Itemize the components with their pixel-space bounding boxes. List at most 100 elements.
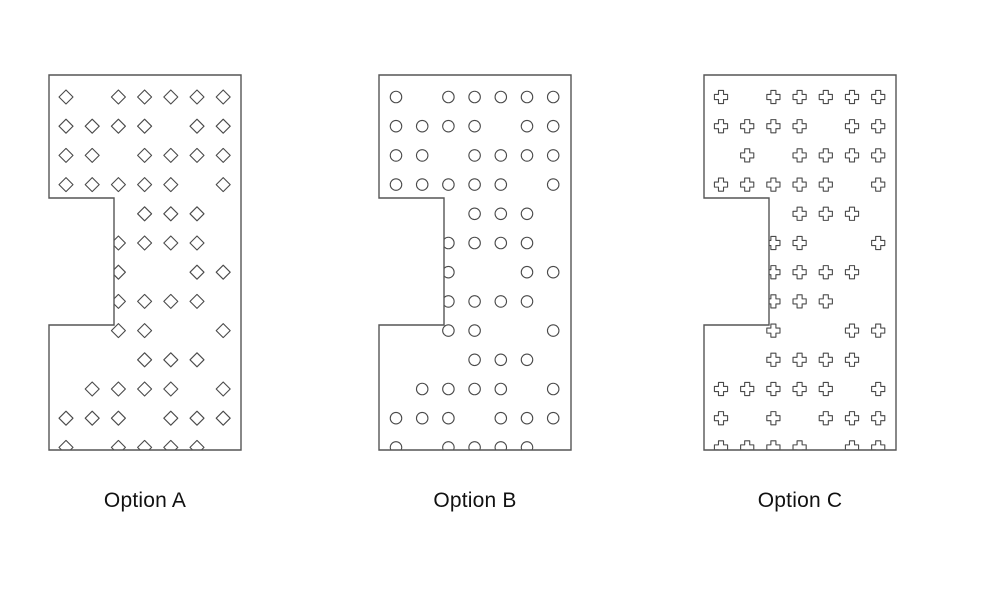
circle-icon: [389, 178, 403, 191]
cross-icon: [713, 411, 729, 426]
circle-icon: [494, 382, 508, 396]
label-option-c: Option C: [757, 489, 843, 512]
diamond-icon: [110, 410, 126, 426]
cross-icon: [714, 470, 727, 483]
circle-icon: [520, 441, 534, 450]
circle-icon: [520, 90, 534, 104]
cross-icon: [818, 206, 833, 221]
panel-outline-option-b: [378, 74, 572, 451]
glyph-grid-option-b: [389, 90, 560, 450]
diamond-icon: [215, 177, 231, 193]
circle-icon: [442, 441, 455, 450]
diamond-icon: [189, 206, 205, 222]
diamond-icon: [137, 206, 153, 222]
cross-icon: [741, 470, 754, 483]
diamond-icon: [215, 89, 231, 105]
cross-icon: [845, 470, 858, 483]
circle-icon: [442, 90, 455, 104]
cross-icon: [766, 323, 781, 338]
circle-icon: [494, 441, 508, 450]
cross-icon: [740, 440, 755, 450]
circle-icon: [468, 353, 481, 367]
diamond-icon: [137, 147, 153, 163]
circle-icon: [442, 411, 455, 425]
circle-icon: [520, 236, 534, 250]
circle-icon: [520, 411, 534, 425]
cross-icon: [818, 265, 833, 280]
cross-icon: [740, 177, 755, 192]
cross-icon: [871, 381, 886, 397]
diamond-icon: [189, 264, 205, 280]
diamond-icon: [137, 323, 153, 339]
cross-icon: [819, 470, 832, 483]
diamond-icon: [84, 381, 100, 397]
diamond-icon: [189, 147, 205, 163]
diamond-icon: [84, 147, 100, 163]
circle-icon: [520, 265, 534, 279]
diamond-icon: [84, 118, 100, 134]
diamond-icon: [163, 206, 179, 222]
diamond-icon: [189, 118, 205, 134]
diamond-icon: [215, 264, 231, 280]
circle-icon: [546, 382, 560, 396]
cross-icon: [871, 440, 886, 450]
circle-icon: [494, 411, 508, 425]
circle-icon: [494, 178, 508, 191]
circle-icon: [415, 149, 429, 162]
circle-icon: [520, 353, 534, 367]
circle-icon: [468, 178, 481, 191]
diamond-icon: [163, 235, 179, 251]
circle-icon: [468, 236, 481, 250]
circle-icon: [546, 149, 560, 162]
diamond-icon: [163, 147, 179, 163]
cross-icon: [818, 294, 833, 309]
cross-icon: [713, 89, 729, 105]
circle-icon: [546, 324, 560, 337]
circle-icon: [442, 324, 455, 337]
cross-icon: [871, 411, 886, 426]
cross-icon: [844, 411, 860, 426]
circle-icon: [415, 178, 429, 191]
cross-icon: [766, 352, 781, 367]
diamond-icon: [189, 235, 205, 251]
circle-icon: [520, 119, 534, 133]
cross-icon: [740, 381, 755, 397]
panel-outline-option-c: [703, 74, 897, 451]
diamond-icon: [137, 235, 153, 251]
cross-icon: [844, 148, 860, 163]
circle-icon: [468, 324, 481, 337]
diamond-icon: [215, 147, 231, 163]
cross-icon: [818, 148, 833, 163]
cross-icon: [766, 440, 781, 450]
cross-icon: [818, 89, 833, 105]
diamond-icon: [137, 352, 153, 368]
cross-icon: [713, 381, 729, 397]
circle-icon: [468, 295, 481, 308]
diamond-icon: [163, 293, 179, 309]
diamond-icon: [110, 381, 126, 397]
circle-icon: [520, 149, 534, 162]
cross-icon: [792, 119, 807, 134]
cross-icon: [844, 352, 860, 367]
cross-icon: [871, 119, 886, 134]
diamond-icon: [189, 439, 205, 450]
circle-icon: [389, 90, 403, 104]
cross-icon: [818, 352, 833, 367]
diamond-icon: [163, 439, 179, 450]
diamond-icon: [137, 89, 153, 105]
circle-icon: [520, 295, 534, 308]
cross-icon: [793, 470, 806, 483]
label-option-b: Option B: [433, 489, 517, 512]
glyph-grid-option-c: [713, 89, 886, 483]
cross-icon: [713, 440, 729, 450]
cross-icon: [792, 294, 807, 309]
circle-icon: [442, 382, 455, 396]
cross-icon: [844, 206, 860, 221]
circle-icon: [494, 90, 508, 104]
cross-icon: [844, 440, 860, 450]
diamond-icon: [58, 89, 74, 105]
